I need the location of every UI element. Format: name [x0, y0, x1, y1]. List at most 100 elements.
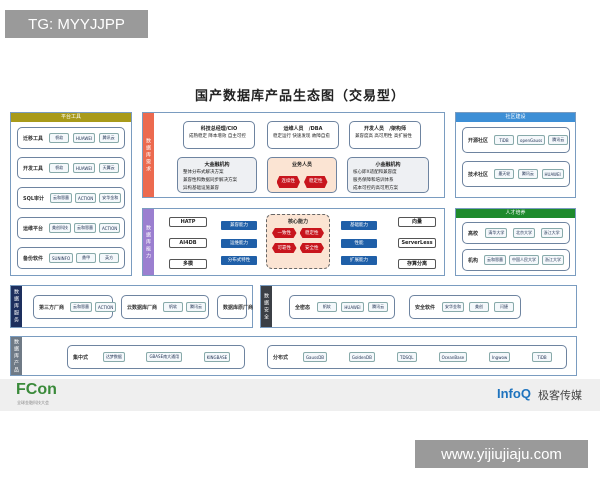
cap-box: 存算分离: [398, 259, 436, 269]
partner-logo: 云和恩墨: [74, 223, 97, 233]
group-label: 开源社区: [468, 137, 489, 144]
partner-logo: 腾讯云: [98, 133, 119, 143]
community-header: 社区建设: [456, 113, 575, 122]
cap-box: 向量: [398, 217, 436, 227]
need-large-line: 兼容性和数据同步解决方案: [183, 178, 237, 183]
watermark-bottom: www.yijiujiaju.com: [415, 440, 588, 468]
group-label: 迁移工具: [23, 135, 44, 142]
need-small-line: 核心即X适配和兼容度: [353, 170, 397, 175]
db-capability-stripe: 数据库能力: [143, 209, 154, 275]
group-box: 机构云和恩墨中国人民大学浙江大学: [462, 249, 570, 271]
partner-logo: 美创科技: [49, 223, 72, 233]
partner-logo: OceanBase: [438, 352, 468, 362]
platform-tools-header: 平台工具: [11, 113, 131, 122]
partner-logo: 英方: [99, 253, 120, 263]
need-cio-title: 科技总经理/CIO: [200, 126, 238, 132]
need-small-finance: 小金融机构核心即X适配和兼容度服务保障和培训体系成本可控的高可用方案: [347, 157, 429, 193]
group-label: 集中式: [73, 354, 89, 361]
need-small-title: 小金融机构: [375, 162, 401, 168]
talent-panel: 人才培养 高校清华大学北京大学浙江大学机构云和恩墨中国人民大学浙江大学: [455, 208, 576, 276]
page-title: 国产数据库产品生态图（交易型）: [194, 89, 405, 104]
infoq-logo: InfoQ: [497, 386, 531, 401]
need-cio-text: 成熟稳定 降本增效 自主可控: [189, 134, 246, 139]
need-dev: 开发人员 /架构师兼容度高 高可用性 高扩展性: [349, 121, 421, 149]
partner-logo: 帆软: [163, 302, 184, 312]
cap-box: ServerLess: [398, 238, 436, 248]
cap-box: AI4DB: [169, 238, 207, 248]
talent-header: 人才培养: [456, 209, 575, 218]
logo-list: 云和恩墨中国人民大学浙江大学: [484, 255, 565, 265]
partner-logo: ACTION: [75, 193, 97, 203]
cap-box: 多模: [169, 259, 207, 269]
partner-logo: 鼎甲: [76, 253, 97, 263]
group-label: 开发工具: [23, 165, 44, 172]
footer: FCon 全球金融科技大会 InfoQ 极客传媒: [0, 379, 600, 411]
cap-blue: 基础能力: [341, 221, 377, 230]
need-large-finance: 大金融机构整体分布式解决方案兼容性和数据同步解决方案异构基础设施兼容: [177, 157, 257, 193]
cap-blue: 兼容能力: [221, 221, 257, 230]
need-dev-text: 兼容度高 高可用性 高扩展性: [355, 134, 412, 139]
partner-logo: 云和恩墨: [484, 255, 507, 265]
cap-box: HATP: [169, 217, 207, 227]
partner-logo: 清华大学: [485, 228, 508, 238]
db-service-stripe: 数据库服务: [11, 286, 22, 327]
need-biz-title: 业务人员: [291, 162, 312, 168]
partner-logo: 安华金和: [442, 302, 464, 312]
need-cio: 科技总经理/CIO 成熟稳定 降本增效 自主可控: [183, 121, 255, 149]
cap-blue: 扩展能力: [341, 256, 377, 265]
core-tag: 安全性: [299, 243, 324, 253]
partner-logo: 中国人民大学: [509, 255, 540, 265]
need-large-title: 大金融机构: [204, 162, 230, 168]
group-label: 第三方厂商: [39, 304, 65, 311]
partner-logo: SUNINFO: [49, 253, 74, 263]
infoq-text: 极客传媒: [538, 389, 582, 402]
cap-blue: 性能: [341, 239, 377, 248]
group-box: 数据库原厂商: [217, 295, 253, 319]
partner-logo: GBASE南大通用: [146, 352, 183, 362]
need-ops-title2: /DBA: [308, 126, 323, 132]
partner-logo: 腾讯云: [186, 302, 207, 312]
tag-continuity: 连续性: [276, 176, 300, 188]
partner-logo: TiDB: [532, 352, 553, 362]
partner-logo: TiDB: [494, 135, 515, 145]
need-business: 业务人员连续性稳定性: [267, 157, 337, 193]
partner-logo: 帆软: [316, 302, 337, 312]
partner-logo: 腾讯云: [517, 169, 538, 179]
need-small-line: 服务保障和培训体系: [353, 178, 394, 183]
partner-logo: 天翼云: [98, 163, 119, 173]
group-label: 安全软件: [415, 304, 436, 311]
partner-logo: ACTION: [95, 302, 117, 312]
group-label: 机构: [468, 257, 479, 264]
cap-blue: 运维能力: [221, 239, 257, 248]
partner-logo: HUAWEI: [72, 133, 96, 143]
db-needs-stripe: 数据库需求: [143, 113, 154, 197]
partner-logo: 浙江大学: [542, 255, 565, 265]
need-dev-title2: /架构师: [389, 126, 407, 132]
cap-blue: 分布式特性: [221, 256, 257, 265]
partner-logo: 达梦数据: [102, 352, 125, 362]
partner-logo: 闪捷: [493, 302, 514, 312]
core-tag: 可靠性: [272, 243, 297, 253]
db-product-stripe: 数据库产品: [11, 337, 22, 375]
group-label: 全密态: [295, 304, 311, 311]
logo-list: 帆软腾讯云: [163, 302, 207, 312]
